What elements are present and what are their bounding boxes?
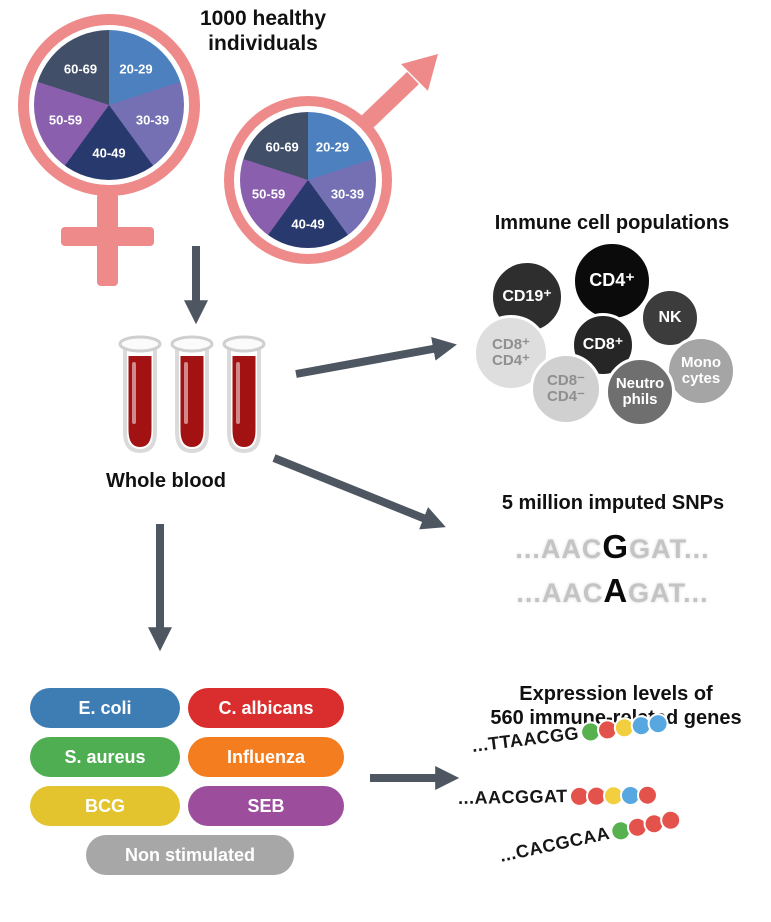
male-symbol-arrow bbox=[360, 54, 438, 130]
cell-label: CD8⁺ CD4⁺ bbox=[492, 335, 530, 369]
age-slice-label: 20-29 bbox=[119, 61, 153, 77]
age-slice-label: 40-49 bbox=[92, 145, 126, 161]
blood-tubes bbox=[118, 335, 266, 453]
female-age-pie-chart: 20-29 30-39 40-49 50-59 60-69 bbox=[34, 30, 184, 180]
arrow-blood-to-cells bbox=[295, 337, 457, 378]
stimulus-seb: SEB bbox=[188, 786, 344, 826]
snp-allele: A bbox=[603, 572, 629, 609]
arrow-blood-to-snps bbox=[272, 454, 446, 530]
age-slice-label: 50-59 bbox=[251, 186, 286, 202]
cell-label: CD4⁺ bbox=[589, 270, 635, 291]
read-sequence: ...CACGCAA bbox=[497, 822, 612, 866]
age-slice-label: 50-59 bbox=[48, 112, 83, 128]
stimulus-influenza: Influenza bbox=[188, 737, 344, 777]
cell-label: Mono cytes bbox=[681, 353, 721, 387]
cell-label: NK bbox=[658, 309, 682, 327]
age-slice-label: 40-49 bbox=[291, 216, 325, 232]
female-symbol-crossbar bbox=[61, 227, 154, 246]
age-slice-label: 20-29 bbox=[315, 139, 350, 155]
stimulus-non-stimulated: Non stimulated bbox=[86, 835, 294, 875]
immune-populations-title: Immune cell populations bbox=[494, 212, 730, 234]
stimulus-saureus: S. aureus bbox=[30, 737, 180, 777]
male-age-pie-chart: 20-29 30-39 40-49 50-59 60-69 bbox=[240, 112, 376, 248]
test-tube bbox=[170, 335, 214, 453]
expression-dots bbox=[608, 807, 684, 844]
whole-blood-label: Whole blood bbox=[106, 470, 226, 492]
sequence-context: GAT... bbox=[629, 534, 710, 564]
test-tube bbox=[222, 335, 266, 453]
cell-label: CD19⁺ bbox=[502, 288, 552, 306]
cohort-title: 1000 healthy individuals bbox=[199, 7, 327, 55]
snps-title: 5 million imputed SNPs bbox=[501, 492, 725, 514]
cell-label: CD8⁺ bbox=[582, 336, 624, 354]
test-tube bbox=[118, 335, 162, 453]
gene-read: ...CACGCAA bbox=[497, 807, 684, 867]
snp-sequence-alt: ...AACAGAT... bbox=[455, 570, 770, 614]
cell-monocytes: Mono cytes bbox=[666, 336, 736, 406]
gene-expression-dot-red bbox=[636, 784, 658, 806]
sequence-context: ...AAC bbox=[516, 578, 604, 608]
snp-allele: G bbox=[602, 528, 630, 565]
snp-sequence-ref: ...AACGGAT... bbox=[455, 526, 770, 570]
age-slice-label: 30-39 bbox=[135, 112, 170, 128]
cell-neutrophils: Neutro phils bbox=[605, 357, 675, 427]
gene-read: ...AACGGAT bbox=[457, 784, 658, 809]
cell-cd8pos-cd4pos: CD8⁺ CD4⁺ bbox=[473, 315, 549, 391]
expression-dots bbox=[568, 784, 658, 808]
sequence-context: GAT... bbox=[628, 578, 709, 608]
stimulus-bcg: BCG bbox=[30, 786, 180, 826]
cell-label: Neutro phils bbox=[615, 374, 665, 408]
read-sequence: ...AACGGAT bbox=[457, 786, 568, 808]
cell-label: CD8⁻ CD4⁻ bbox=[547, 371, 585, 405]
female-symbol: 20-29 30-39 40-49 50-59 60-69 bbox=[18, 14, 200, 196]
male-arrow-shaft bbox=[360, 71, 419, 130]
sequence-context: ...AAC bbox=[515, 534, 603, 564]
cell-cd4: CD4⁺ bbox=[572, 241, 652, 321]
male-symbol: 20-29 30-39 40-49 50-59 60-69 bbox=[224, 96, 392, 264]
age-slice-label: 30-39 bbox=[330, 186, 365, 202]
snp-sequences: ...AACGGAT... ...AACAGAT... bbox=[455, 526, 770, 614]
male-arrow-head bbox=[401, 54, 438, 91]
stimulus-ecoli: E. coli bbox=[30, 688, 180, 728]
cell-cd8neg-cd4neg: CD8⁻ CD4⁻ bbox=[530, 353, 602, 425]
age-slice-label: 60-69 bbox=[63, 61, 98, 77]
age-slice-label: 60-69 bbox=[265, 139, 299, 155]
stimulus-calbicans: C. albicans bbox=[188, 688, 344, 728]
